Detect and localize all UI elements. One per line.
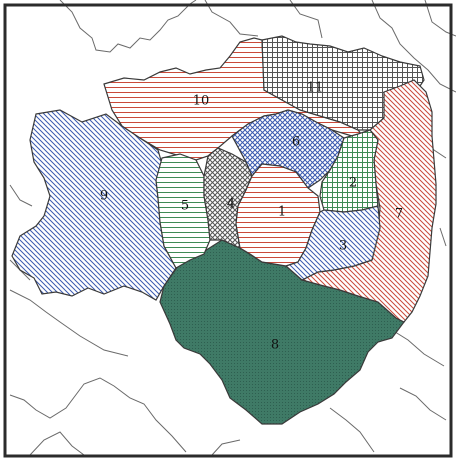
zone-label-9: 9 — [100, 189, 108, 204]
zone-label-6: 6 — [292, 135, 300, 150]
zone-label-3: 3 — [339, 239, 347, 254]
zone-label-10: 10 — [193, 94, 210, 109]
zone-label-11: 11 — [307, 81, 324, 96]
zone-label-7: 7 — [395, 207, 403, 222]
zone-label-2: 2 — [349, 176, 357, 191]
external-boundaries — [9, 0, 456, 456]
zone-label-5: 5 — [181, 199, 189, 214]
zone-label-1: 1 — [278, 205, 286, 220]
zone-5[interactable] — [155, 153, 211, 269]
zones-layer — [11, 35, 437, 425]
map-frame — [3, 3, 453, 458]
zone-label-4: 4 — [227, 197, 235, 212]
zone-labels: 1 2 3 4 5 6 7 8 9 10 11 — [100, 81, 403, 353]
zone-label-8: 8 — [271, 338, 279, 353]
zone-3[interactable] — [284, 205, 381, 281]
zone-7[interactable] — [300, 79, 437, 323]
